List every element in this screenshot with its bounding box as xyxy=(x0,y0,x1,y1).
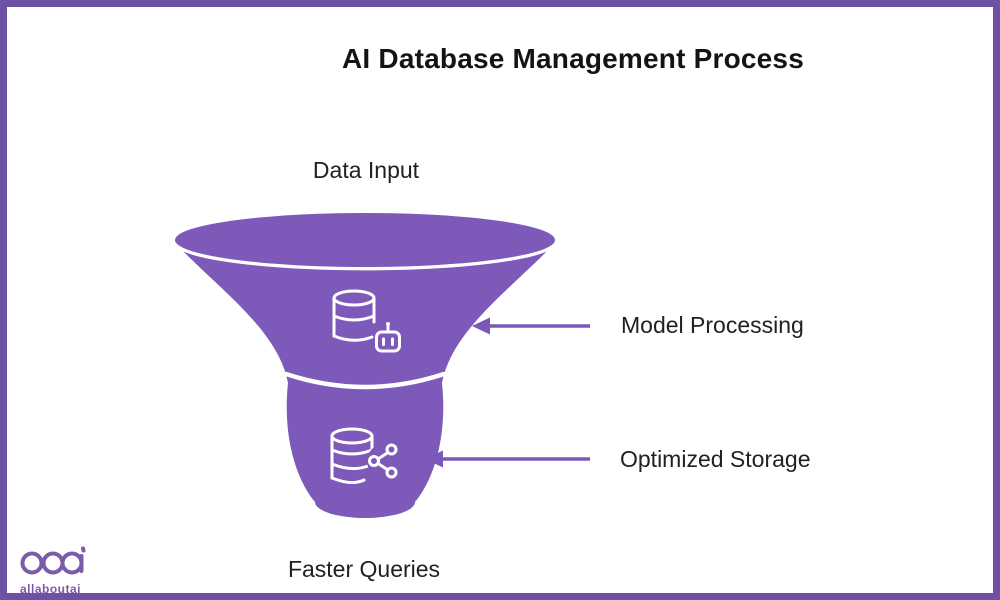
label-optimized-storage: Optimized Storage xyxy=(620,446,811,472)
arrow-model-processing xyxy=(472,317,590,335)
funnel-shape xyxy=(174,213,556,518)
page-title: AI Database Management Process xyxy=(342,43,804,74)
funnel-top-ellipse xyxy=(175,213,555,267)
funnel-body xyxy=(175,243,555,518)
funnel-stage-divider xyxy=(283,371,447,390)
logo-text: allaboutai xyxy=(20,582,82,596)
logo-allaboutai: allaboutai xyxy=(20,546,86,596)
funnel-rim-divider xyxy=(174,242,556,271)
database-share-icon xyxy=(330,427,401,485)
label-model-processing: Model Processing xyxy=(621,312,804,338)
database-robot-icon xyxy=(332,289,401,353)
label-data-input: Data Input xyxy=(312,157,420,183)
label-faster-queries: Faster Queries xyxy=(287,556,441,582)
arrow-optimized-storage xyxy=(425,450,590,468)
allaboutai-logo-icon xyxy=(20,546,86,575)
